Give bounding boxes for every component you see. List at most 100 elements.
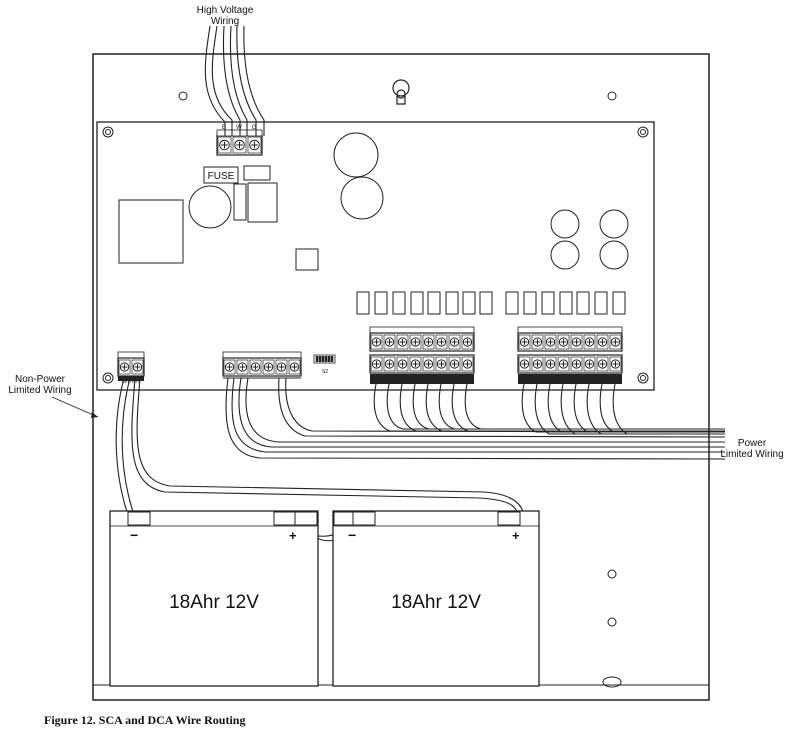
aux-terminal-screw: [263, 362, 274, 372]
output-right-upper-screw: [532, 337, 543, 347]
output-right-header: [517, 326, 623, 334]
output-right-upper-screw: [545, 337, 556, 347]
ptc-fuse-row: [356, 291, 626, 315]
battery-terminal-screw: [119, 362, 130, 372]
high-voltage-wires: [204, 25, 265, 136]
ptc-fuse: [594, 291, 608, 315]
ptc-fuse: [427, 291, 441, 315]
aux-terminal-screw: [250, 362, 261, 372]
battery-1: − + 18Ahr 12V: [109, 510, 319, 687]
output-left-lower-body: [369, 354, 475, 374]
output-right-upper-screw: [597, 337, 608, 347]
ptc-fuse: [541, 291, 555, 315]
non-power-label-line2: Limited Wiring: [8, 385, 71, 396]
output-right-lower-body: [517, 354, 623, 374]
output-right-lower-screw: [545, 359, 556, 369]
battery-2-minus: −: [348, 527, 356, 543]
output-left-upper-screw: [371, 337, 382, 347]
power-label-line2: Limited Wiring: [720, 449, 783, 460]
ptc-fuse: [479, 291, 493, 315]
mount-hole-top-left: [178, 91, 188, 101]
mount-hole-top-right: [607, 91, 617, 101]
output-wire-left: [425, 383, 725, 432]
battery-terminal-screw: [132, 362, 143, 372]
ac-terminal-screw: [234, 139, 245, 151]
capacitor-top-1: [333, 132, 379, 178]
output-left-lower-screw: [423, 359, 434, 369]
aux-terminal-screw: [289, 362, 300, 372]
output-wire-right: [534, 383, 725, 435]
battery-terminal-base: [118, 376, 144, 381]
output-wire-right: [586, 383, 725, 435]
output-wire-left: [451, 383, 725, 432]
battery-terminal-block: [117, 351, 145, 381]
battery-1-label: 18Ahr 12V: [169, 592, 259, 613]
aux-terminal-screw: [276, 362, 287, 372]
capacitor-left: [188, 185, 232, 229]
output-wire-right: [599, 383, 725, 433]
output-left-upper-screw: [410, 337, 421, 347]
output-terminal-block-left: [369, 326, 475, 384]
ac-terminal-screw: [219, 139, 230, 151]
board-mount-holes: [102, 126, 649, 384]
mount-hole-right-2: [607, 617, 617, 627]
ac-terminal-label: B: [222, 125, 226, 131]
ptc-fuse: [445, 291, 459, 315]
dip-switch-s2: S2: [313, 354, 336, 375]
ac-terminal-label: W: [236, 125, 242, 131]
power-limited-wires-aux: [225, 377, 726, 460]
output-left-lower-screw: [462, 359, 473, 369]
ptc-fuse: [462, 291, 476, 315]
ptc-fuse: [356, 291, 370, 315]
output-terminal-block-right: [517, 326, 623, 384]
transformer: [118, 199, 184, 264]
output-wire-right: [573, 383, 725, 433]
output-right-lower-screw: [571, 359, 582, 369]
battery-1-plus: +: [289, 528, 297, 543]
output-left-upper-screw: [423, 337, 434, 347]
non-power-arrow: [91, 412, 98, 418]
output-right-lower-screw: [532, 359, 543, 369]
capacitor-top-2: [340, 176, 384, 220]
output-right-upper-screw: [584, 337, 595, 347]
aux-terminal-screw: [237, 362, 248, 372]
output-left-label-strip: [370, 374, 474, 384]
output-right-upper-screw: [610, 337, 621, 347]
output-wire-right: [560, 383, 725, 435]
output-wire-right: [521, 383, 725, 433]
output-right-label-strip: [518, 374, 622, 384]
capacitor-cluster: [550, 209, 629, 270]
mount-hole-right-1: [607, 569, 617, 579]
output-right-lower-screw: [558, 359, 569, 369]
output-wire-left: [438, 383, 725, 430]
battery-terminal-label: BATTERY: [122, 379, 140, 384]
output-wire-left: [412, 383, 725, 430]
output-left-lower-screw: [384, 359, 395, 369]
ptc-fuse: [505, 291, 519, 315]
output-wire-left: [399, 383, 725, 432]
high-voltage-label-line1: High Voltage: [197, 5, 254, 16]
non-power-leader: [51, 396, 99, 418]
output-right-lower-screw: [610, 359, 621, 369]
dip-switch-label: S2: [322, 369, 328, 375]
ptc-fuse: [523, 291, 537, 315]
output-left-lower-screw: [371, 359, 382, 369]
output-left-upper-screw: [397, 337, 408, 347]
output-wire-left: [464, 383, 725, 430]
output-left-upper-screw: [449, 337, 460, 347]
output-left-lower-screw: [449, 359, 460, 369]
aux-terminal-block: [222, 351, 302, 379]
ptc-fuse: [410, 291, 424, 315]
fuse-box: [203, 166, 239, 184]
battery-1-minus: −: [130, 527, 138, 543]
output-right-upper-screw: [558, 337, 569, 347]
output-right-lower-screw: [584, 359, 595, 369]
output-left-upper-screw: [436, 337, 447, 347]
output-left-header: [369, 326, 475, 334]
battery-terminal-header: [117, 351, 145, 359]
output-left-upper-body: [369, 332, 475, 352]
aux-terminal-screw: [224, 362, 235, 372]
non-power-label-line1: Non-Power: [15, 374, 66, 385]
